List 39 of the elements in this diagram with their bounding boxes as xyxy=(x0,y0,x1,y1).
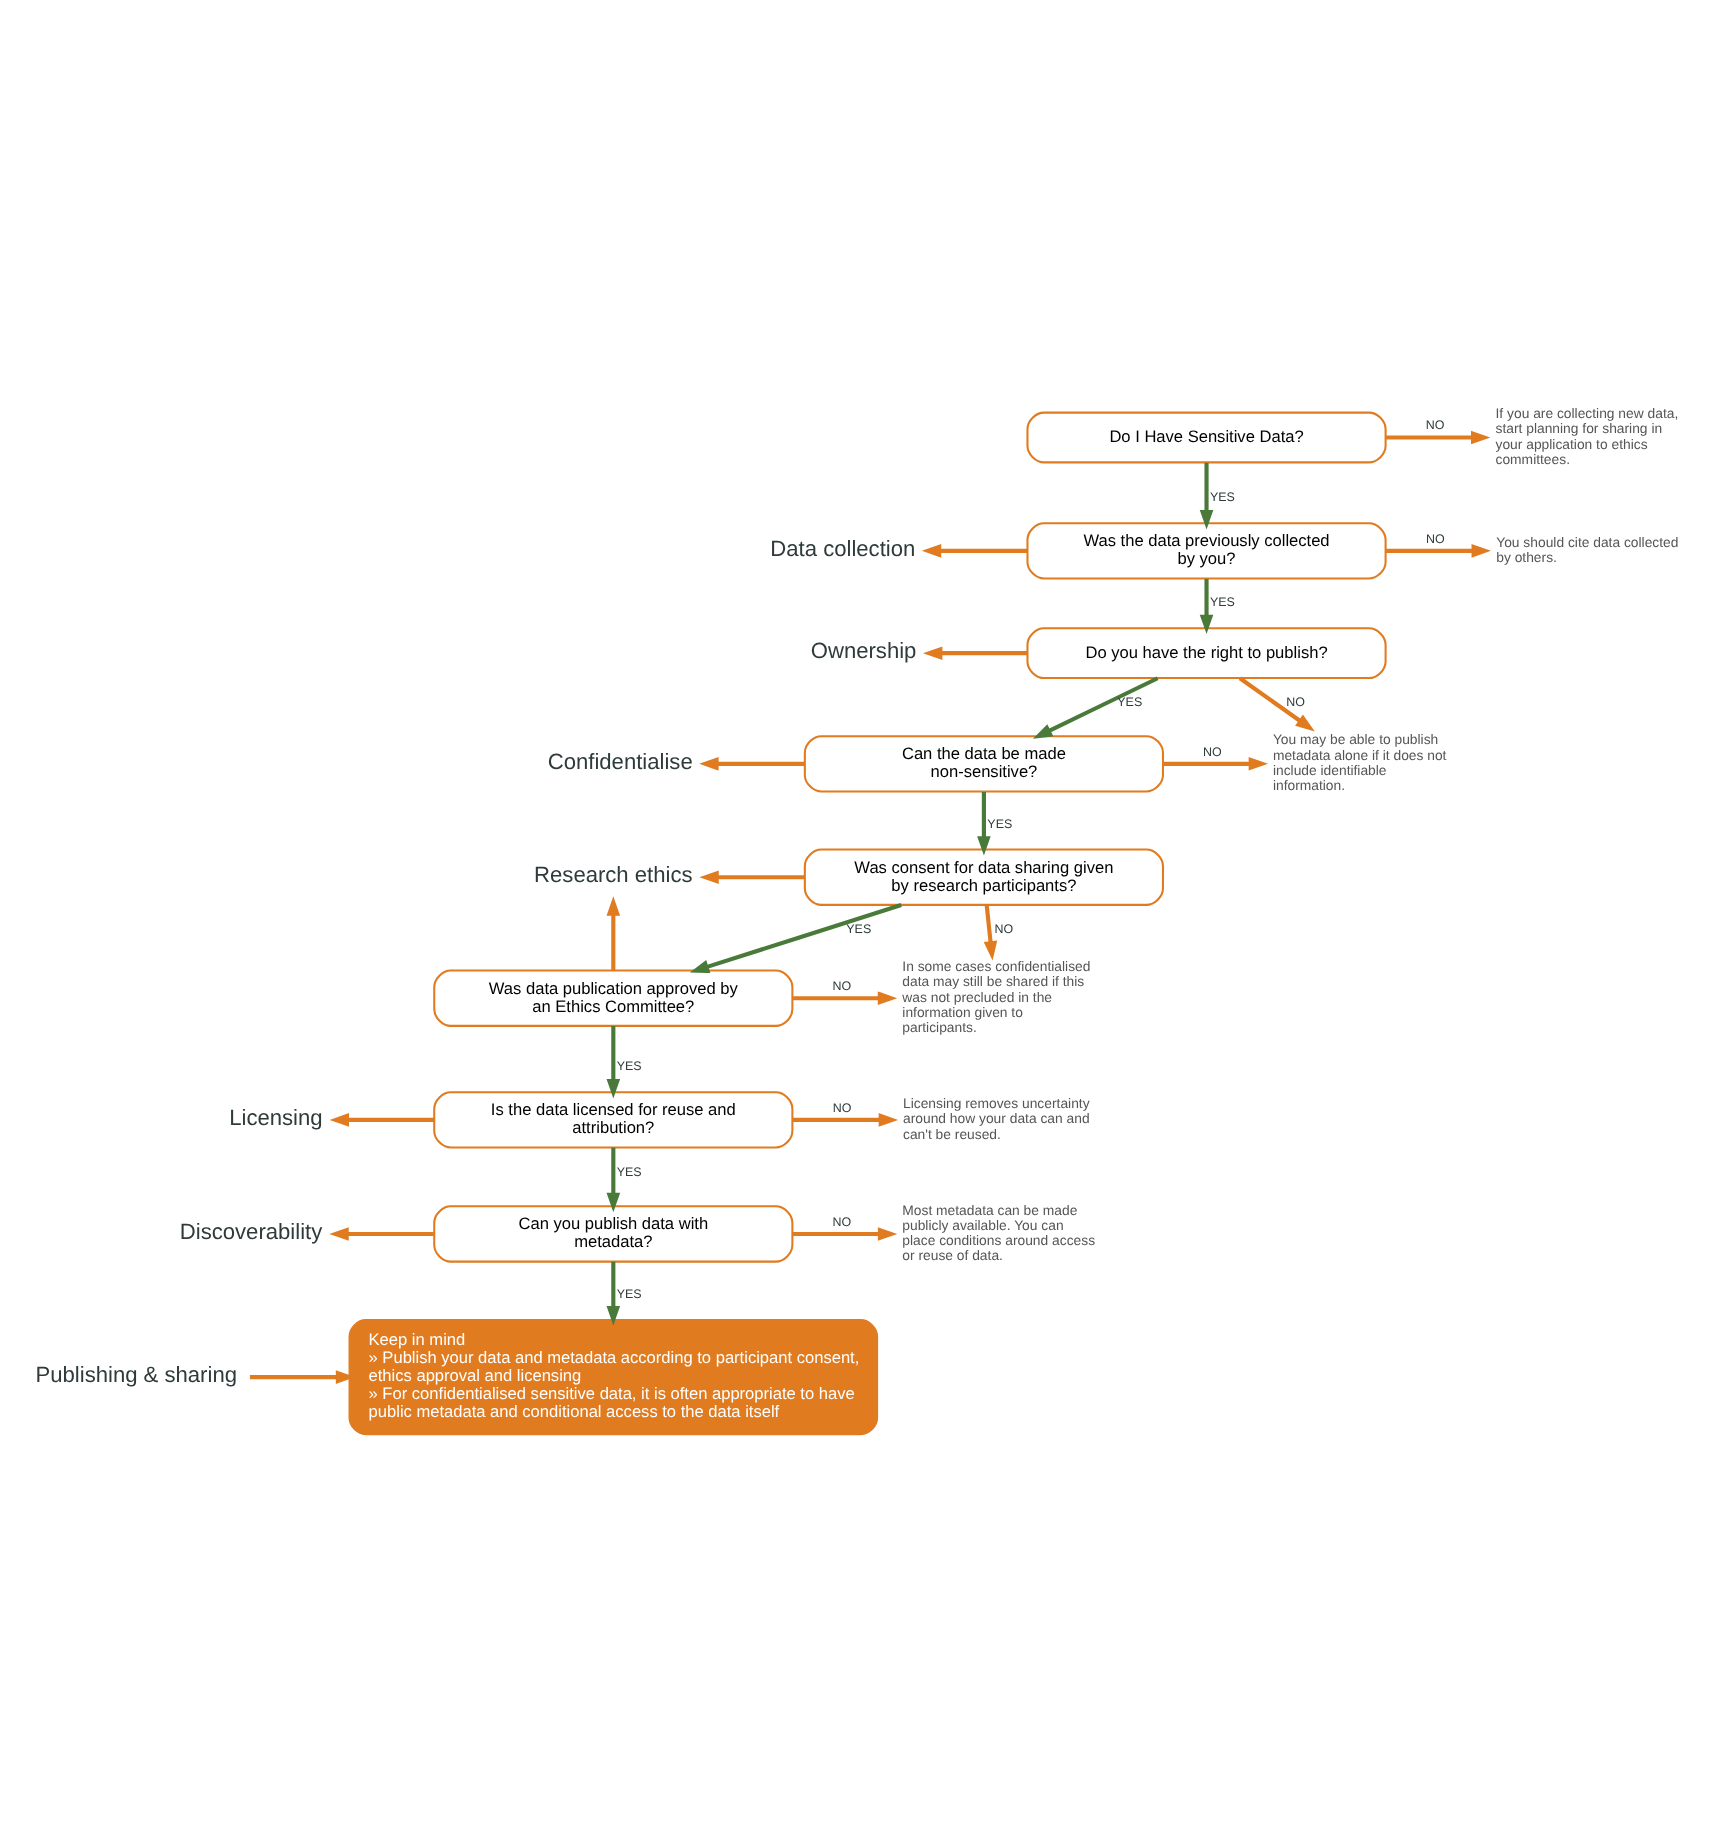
arrow xyxy=(792,1226,898,1240)
arrow xyxy=(983,904,998,960)
node-box: Was consent for data sharing given by research participants? xyxy=(803,847,1164,905)
arrow xyxy=(329,1112,434,1126)
arrow xyxy=(1199,577,1214,634)
arrow xyxy=(1238,675,1315,731)
arrow xyxy=(606,1025,621,1098)
node-box: Keep in mind » Publish your data and metadata according to participant consent, ethics approval and licensing » For confidentialised sensitive data, it is often appropriate to have public metadata and conditional access to the data itself xyxy=(348,1318,879,1435)
node-text: Licensing xyxy=(229,1106,323,1131)
node-text: Discoverability xyxy=(179,1220,323,1245)
arrow xyxy=(921,543,1028,557)
arrow xyxy=(699,869,805,883)
node-box: Do you have the right to publish? xyxy=(1026,626,1387,679)
node-text: Confidentialise xyxy=(547,750,693,775)
arrow xyxy=(606,895,621,970)
node-box: Is the data licensed for reuse and attribution? xyxy=(433,1090,794,1148)
node-box: Was data publication approved by an Ethics Committee? xyxy=(433,968,794,1026)
arrow xyxy=(606,1260,621,1325)
node-text: Publishing & sharing xyxy=(35,1363,237,1388)
arrow xyxy=(329,1226,434,1240)
arrow xyxy=(1032,675,1159,738)
node-box: Was the data previously collected by you? xyxy=(1026,521,1387,579)
arrow xyxy=(922,645,1028,659)
arrow xyxy=(699,756,805,770)
arrow xyxy=(606,1146,621,1212)
arrow xyxy=(792,1112,899,1126)
arrow xyxy=(792,990,898,1004)
node-box: Can the data be made non-sensitive? xyxy=(803,734,1164,792)
arrow xyxy=(1163,756,1269,770)
node-box: Do I Have Sensitive Data? xyxy=(1026,410,1387,463)
arrow xyxy=(1386,429,1491,444)
arrow xyxy=(1199,461,1214,529)
node-box: Can you publish data with metadata? xyxy=(433,1204,794,1262)
arrow xyxy=(689,902,902,972)
arrow xyxy=(977,791,991,855)
node-text: Data collection xyxy=(770,537,916,562)
node-text: Ownership xyxy=(810,639,917,664)
arrow xyxy=(1386,543,1491,557)
node-text: Research ethics xyxy=(534,863,693,888)
